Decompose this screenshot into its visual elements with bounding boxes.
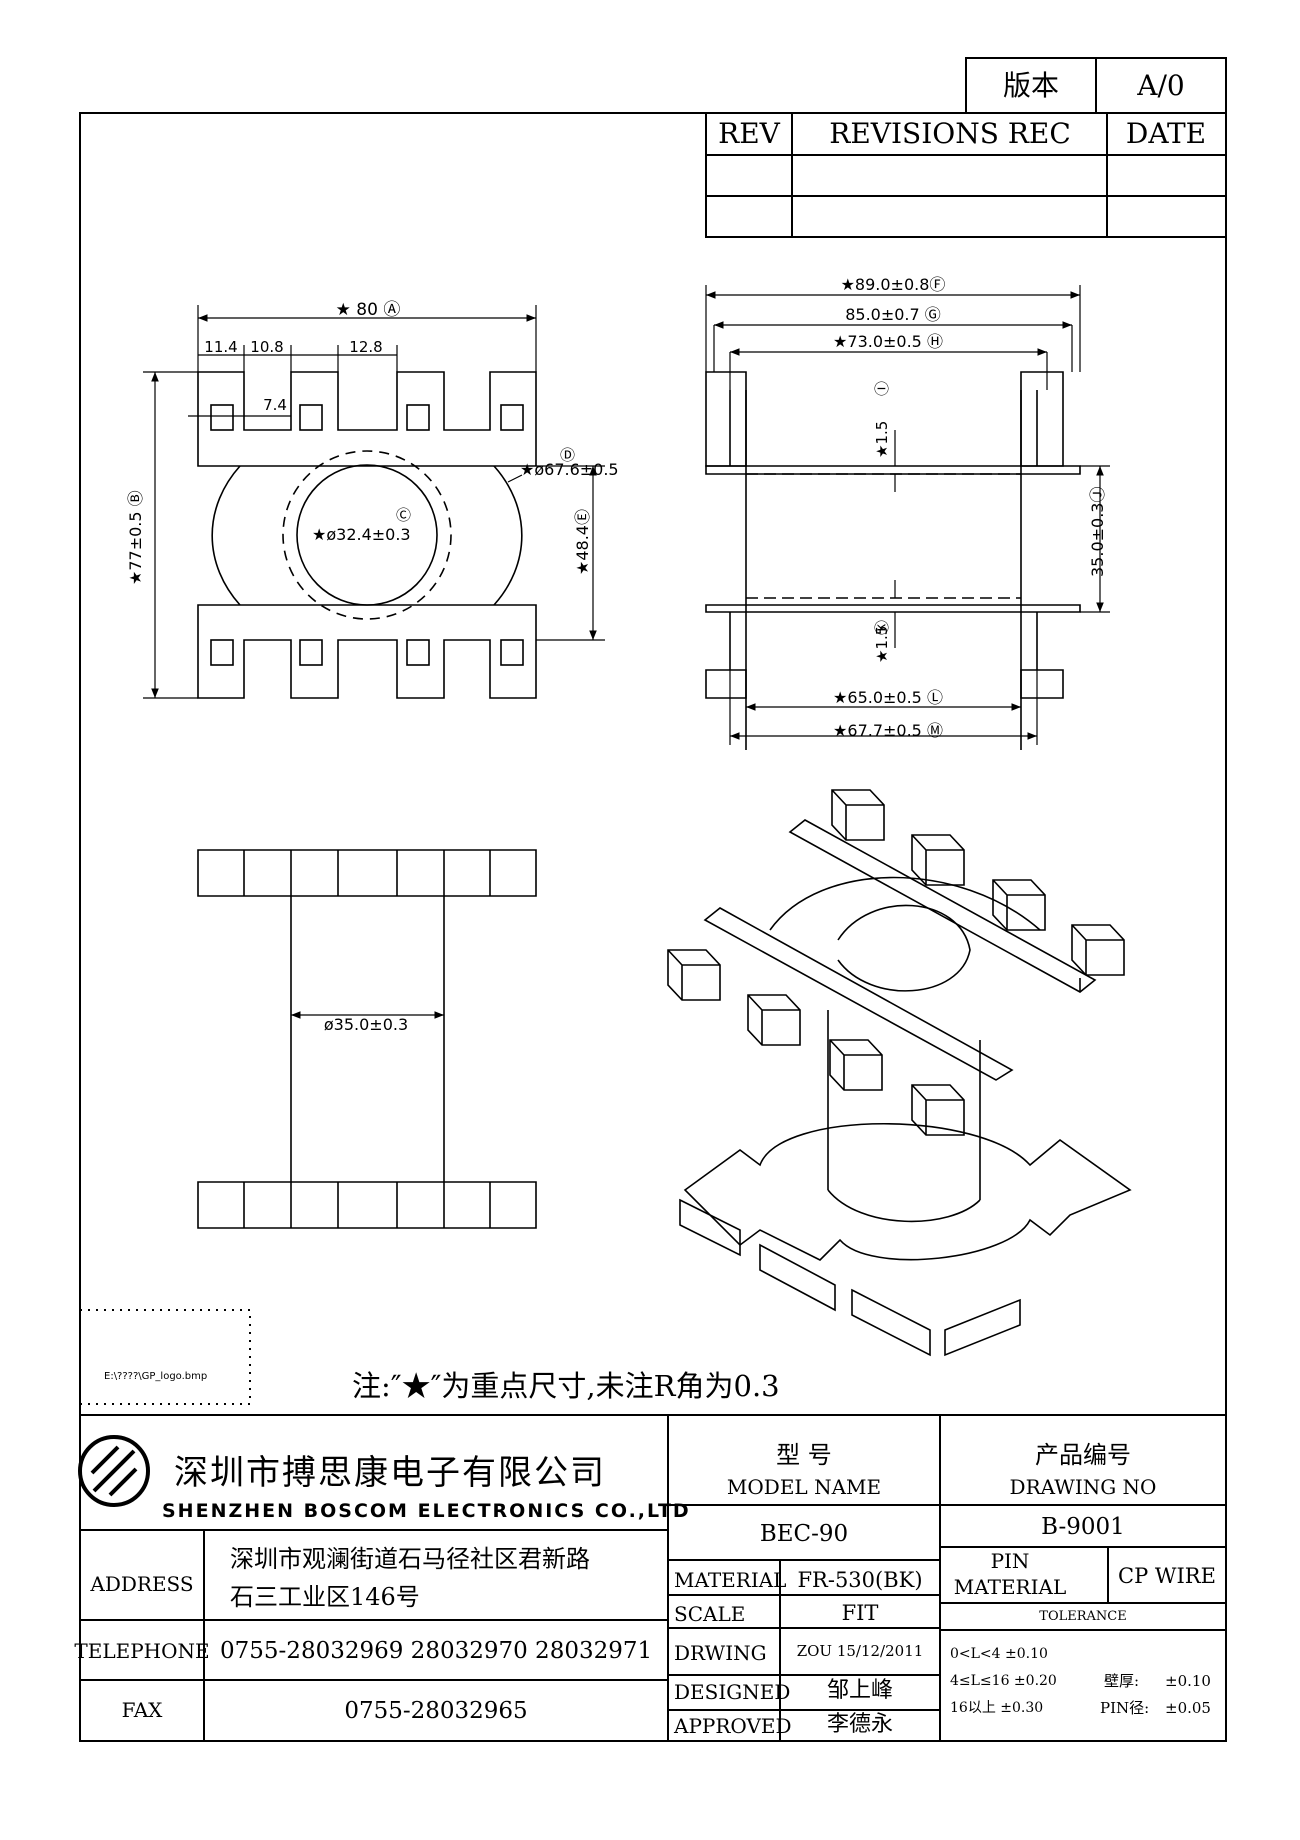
dim-seg-3: 12.8	[349, 338, 383, 356]
fax-value: 0755-28032965	[344, 1698, 528, 1724]
telephone-label: TELEPHONE	[74, 1639, 210, 1663]
dim-wall-top-tag: Ⓘ	[873, 380, 891, 396]
material-value: FR-530(BK)	[797, 1568, 923, 1592]
dim-top-width: ★ 80 Ⓐ	[335, 300, 401, 320]
dim-side-w4: ★65.0±0.5 Ⓛ	[833, 688, 943, 707]
bottom-view	[197, 849, 537, 1229]
revisions-rec-header: REVISIONS REC	[829, 117, 1071, 150]
approved-label: APPROVED	[674, 1714, 792, 1738]
dim-side-height: 35.0±0.3Ⓙ	[1088, 486, 1107, 577]
dim-seg-1: 11.4	[204, 338, 238, 356]
drwing-label: DRWING	[674, 1641, 767, 1665]
model-value: BEC-90	[759, 1521, 849, 1547]
model-cn: 型 号	[776, 1441, 832, 1469]
rev-header: REV	[718, 117, 780, 150]
drawing-en: DRAWING NO	[1009, 1475, 1157, 1499]
dimension-lines	[143, 285, 1110, 1019]
address-line-1: 深圳市观澜街道石马径社区君新路	[230, 1545, 590, 1573]
dim-side-w5: ★67.7±0.5 Ⓜ	[833, 721, 943, 740]
isometric-view	[667, 789, 1132, 1357]
dim-wall-bot-tag: Ⓚ	[873, 619, 891, 635]
tolerance-row-1: 0<L<4 ±0.10	[950, 1646, 1048, 1662]
dim-inner-dia-tag: Ⓒ	[396, 506, 412, 524]
logo-placeholder	[79, 1309, 251, 1405]
drwing-value: ZOU 15/12/2011	[796, 1642, 924, 1660]
dim-height-inner: ★48.4Ⓔ	[573, 509, 592, 575]
address-label: ADDRESS	[90, 1572, 194, 1596]
title-block	[80, 1414, 1226, 1741]
pin-dia-label: PIN径:	[1100, 1699, 1150, 1717]
tolerance-label: TOLERANCE	[1039, 1609, 1127, 1624]
pin-value: CP WIRE	[1118, 1564, 1216, 1588]
pin-dia-value: ±0.05	[1165, 1699, 1211, 1717]
dim-seg-2: 10.8	[250, 338, 284, 356]
material-label: MATERIAL	[674, 1568, 787, 1592]
drawing-value: B-9001	[1041, 1514, 1125, 1540]
dim-inner-dia: ★ø32.4±0.3	[312, 525, 411, 544]
dim-wall-top: ★1.5	[873, 420, 891, 458]
scale-label: SCALE	[674, 1602, 746, 1626]
designed-label: DESIGNED	[674, 1680, 791, 1704]
outer-border	[79, 112, 1227, 1742]
date-header: DATE	[1125, 117, 1207, 150]
scale-value: FIT	[841, 1601, 879, 1625]
approved-value: 李德永	[826, 1712, 894, 1737]
dim-height-total: ★77±0.5 Ⓑ	[126, 490, 145, 585]
model-en: MODEL NAME	[726, 1475, 882, 1499]
fax-label: FAX	[121, 1698, 163, 1722]
dim-flange-dia: ★ø67.6±0.5	[520, 460, 619, 479]
telephone-value: 0755-28032969 28032970 28032971	[220, 1638, 653, 1664]
pin-label: PIN	[990, 1549, 1030, 1573]
drawing-note: 注:″★″为重点尺寸,未注R角为0.3	[352, 1369, 780, 1403]
logo-path: E:\????\GP_logo.bmp	[104, 1371, 208, 1382]
dim-side-w2: 85.0±0.7 Ⓖ	[845, 305, 941, 324]
revision-table	[705, 112, 1227, 238]
version-value: A/0	[1137, 69, 1185, 102]
wall-value: ±0.10	[1165, 1672, 1211, 1690]
pin-material-label: MATERIAL	[953, 1575, 1067, 1599]
wall-label: 壁厚:	[1104, 1672, 1140, 1690]
address-line-2: 石三工业区146号	[230, 1583, 420, 1611]
drawing-cn: 产品编号	[1035, 1441, 1131, 1469]
front-view	[197, 371, 537, 699]
company-name-en: SHENZHEN BOSCOM ELECTRONICS CO.,LTD	[162, 1500, 691, 1522]
dim-side-w1: ★89.0±0.8Ⓕ	[840, 275, 946, 294]
dim-side-w3: ★73.0±0.5 Ⓗ	[833, 332, 943, 351]
tolerance-row-2: 4≤L≤16 ±0.20	[950, 1673, 1057, 1689]
dim-flange-dia-tag: Ⓓ	[560, 446, 576, 464]
designed-value: 邹上峰	[826, 1678, 894, 1703]
dim-seg-4: 7.4	[263, 396, 287, 414]
company-logo-icon	[78, 1435, 150, 1507]
tolerance-row-3: 16以上 ±0.30	[950, 1700, 1044, 1716]
company-name-cn: 深圳市搏思康电子有限公司	[174, 1453, 606, 1493]
dim-core-dia: ø35.0±0.3	[323, 1015, 409, 1034]
version-label: 版本	[1002, 69, 1060, 102]
